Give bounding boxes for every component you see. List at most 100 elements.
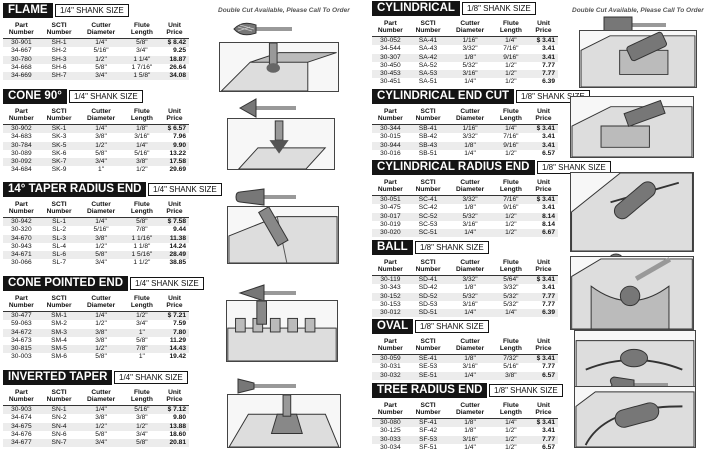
cutter-diameter: 3/16" <box>462 363 478 371</box>
scti-number: SC-52 <box>408 212 448 221</box>
part-number: 30-092 <box>3 158 40 167</box>
cutter-diameter: 5/8" <box>78 251 124 260</box>
scti-number: SM-4 <box>51 336 67 344</box>
part-number: 30-153 <box>380 300 401 308</box>
unit-price: 3.41 <box>542 427 555 435</box>
column-header: Part Number <box>3 388 40 406</box>
column-header: Cutter Diameter <box>78 21 124 39</box>
cutter-diameter: 5/16" <box>93 226 109 234</box>
scti-number: SM-1 <box>39 311 79 321</box>
unit-price: 14.24 <box>169 242 186 250</box>
flute-length: 1/2" <box>505 78 517 86</box>
unit-price: 7.77 <box>542 61 555 69</box>
scti-number: SA-43 <box>418 45 438 53</box>
column-header: SCTI Number <box>39 107 79 125</box>
unit-price: 7.59 <box>173 320 186 328</box>
flute-length: 1 5/16" <box>123 251 160 260</box>
cylindrical-illustration <box>579 30 697 88</box>
scti-number: SM-6 <box>51 353 67 361</box>
scti-number: SE-53 <box>418 363 438 371</box>
flute-length: 1 1/8" <box>133 242 151 250</box>
cutter-diameter: 1/2" <box>78 345 124 354</box>
oval-illustration <box>574 330 696 388</box>
unit-price: $ 6.57 <box>159 124 189 134</box>
scti-number: SA-42 <box>408 53 448 62</box>
column-header: SCTI Number <box>408 19 448 37</box>
cutter-diameter: 3/8" <box>95 414 107 422</box>
column-header: Flute Length <box>492 337 529 355</box>
unit-price: $ 7.58 <box>159 217 189 227</box>
part-number: 30-052 <box>372 36 409 46</box>
part-number: 30-901 <box>3 38 40 48</box>
column-header: SCTI Number <box>39 21 79 39</box>
scti-number: SN-2 <box>51 414 67 422</box>
flute-length: 1/8" <box>123 124 160 134</box>
cutter-diameter: 3/4" <box>78 158 124 167</box>
unit-price: 7.77 <box>542 300 555 308</box>
scti-number: SK-7 <box>39 158 79 167</box>
flute-length: 7/16" <box>503 45 519 53</box>
column-header: Cutter Diameter <box>447 337 493 355</box>
flute-length: 1 1/4" <box>123 55 160 64</box>
unit-price: 3.41 <box>542 133 555 141</box>
unit-price: 18.60 <box>169 430 186 438</box>
cutter-diameter: 3/4" <box>78 439 124 448</box>
part-number: 30-017 <box>372 212 409 221</box>
column-header: SCTI Number <box>39 200 79 218</box>
unit-price: $ 7.12 <box>159 405 189 415</box>
scti-number: SA-41 <box>408 36 448 46</box>
unit-price: 8.14 <box>528 212 558 221</box>
scti-number: SK-9 <box>51 166 67 174</box>
scti-number: SD-53 <box>418 300 438 308</box>
unit-price: 13.88 <box>159 422 189 431</box>
column-header: Part Number <box>3 107 40 125</box>
cutter-diameter: 3/8" <box>78 234 124 243</box>
unit-price: 6.67 <box>528 229 558 238</box>
scti-number: SD-42 <box>418 284 438 292</box>
scti-number: SL-7 <box>52 259 67 267</box>
column-header: Unit Price <box>159 107 189 125</box>
cutter-diameter: 3/8" <box>78 328 124 337</box>
column-header: Flute Length <box>123 107 160 125</box>
column-header: Cutter Diameter <box>447 258 493 276</box>
scti-number: SL-6 <box>39 251 79 260</box>
section-title: 14° TAPER RADIUS END <box>3 182 147 197</box>
flute-length: 9/16" <box>492 141 529 150</box>
scti-number: SF-53 <box>408 435 448 444</box>
flute-length: 1 5/8" <box>123 72 160 81</box>
part-number: 30-784 <box>3 141 40 150</box>
section-title: INVERTED TAPER <box>3 370 113 385</box>
part-number: 30-780 <box>3 55 40 64</box>
scti-number: SF-42 <box>419 427 438 435</box>
flute-length: 5/32" <box>503 300 519 308</box>
scti-number: SF-51 <box>419 443 438 451</box>
cutter-diameter: 3/32" <box>462 133 478 141</box>
scti-number: SH-3 <box>39 55 79 64</box>
scti-number: SB-51 <box>418 149 438 157</box>
flute-length: 3/8" <box>492 371 529 380</box>
flute-length: 1/2" <box>123 422 160 431</box>
flute-length: 9/16" <box>492 53 529 62</box>
scti-number: SC-51 <box>408 229 448 238</box>
